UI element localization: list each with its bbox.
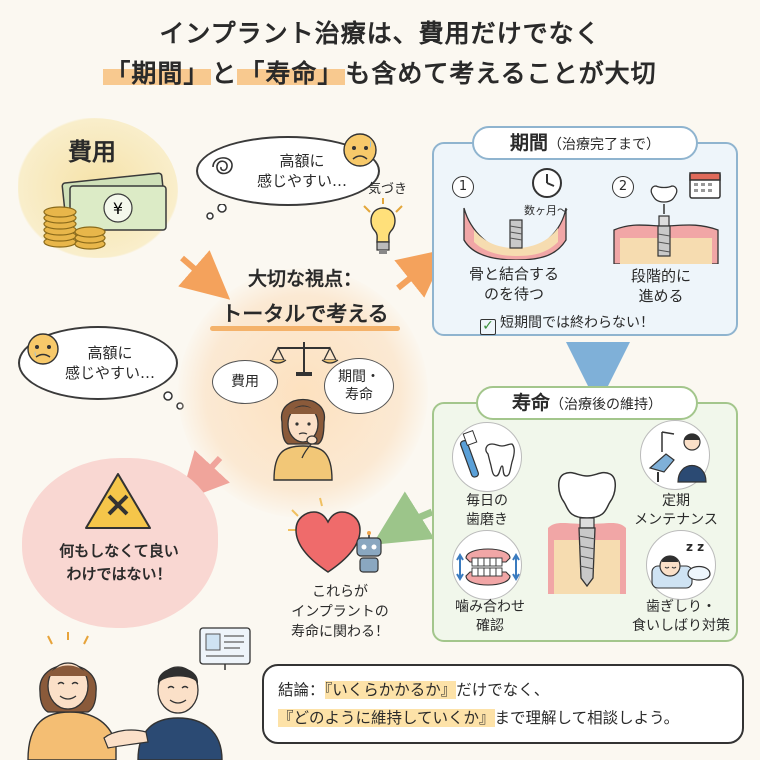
check-icon: ✓	[480, 319, 496, 335]
conclusion-quote-2: 『どのように維持していくか』	[278, 709, 495, 727]
title-rest: も含めて考えることが大切	[345, 59, 657, 88]
item1-line2: 歯磨き	[466, 512, 508, 528]
step1-line1: 骨と結合する	[468, 265, 559, 283]
sleeping-person-icon	[651, 555, 711, 589]
heart-line1: これらが	[312, 584, 368, 600]
yen-symbol: ¥	[113, 199, 123, 218]
item4-line2: 食いしばり対策	[632, 618, 730, 634]
bubble-left-line2: 感じやすい…	[64, 364, 155, 382]
item2-line2: メンテナンス	[634, 512, 718, 528]
center-period-line1: 期間・	[338, 369, 380, 385]
step1-line2: のを待つ	[483, 285, 544, 303]
bubble-top-line1: 高額に	[279, 152, 325, 170]
item3-line2: 確認	[476, 618, 504, 634]
denture-icon	[456, 548, 520, 586]
step1-note: 数ヶ月〜	[524, 204, 568, 217]
step2-number: 2	[612, 176, 634, 198]
heart-text: これらが インプラントの 寿命に関わる！	[270, 582, 410, 642]
bubble-left-line1: 高額に	[87, 344, 133, 362]
clock-icon	[532, 168, 562, 198]
arrow-center-to-period	[394, 249, 447, 298]
conclusion-mid: だけでなく、	[456, 681, 550, 699]
conclusion-prefix: 結論：	[278, 681, 325, 699]
warning-line2: わけではない！	[66, 565, 172, 583]
handshake-people-icon	[27, 627, 251, 760]
heart-line3: 寿命に関わる！	[291, 624, 389, 640]
center-heading-1: 大切な視点：	[247, 268, 362, 290]
item1-label: 毎日の 歯磨き	[448, 492, 526, 530]
bubble-top-line2: 感じやすい…	[256, 172, 347, 190]
worried-face-icon	[343, 133, 377, 167]
thinking-woman-icon	[273, 399, 333, 481]
center-period-bubble: 期間・ 寿命	[324, 358, 394, 414]
conclusion-quote-1: 『いくらかかるか』	[324, 681, 457, 699]
conclusion-end: まで理解して相談しよう。	[494, 709, 680, 727]
balance-scale-icon	[269, 342, 339, 376]
step1-label: 骨と結合する のを待つ	[454, 264, 574, 304]
center-period-line2: 寿命	[345, 387, 373, 403]
robot-icon	[356, 531, 382, 573]
lifetime-tag: 寿命（治療後の維持）	[476, 386, 698, 420]
step1-number: 1	[452, 176, 474, 198]
item4-line1: 歯ぎしり・	[646, 599, 716, 615]
period-check: ✓短期間では終わらない！	[480, 312, 654, 335]
toothbrush-icon	[459, 430, 515, 478]
period-check-text: 短期間では終わらない！	[500, 315, 654, 331]
title-highlight-lifetime: 「寿命」	[237, 59, 346, 88]
item4-label: 歯ぎしり・ 食いしばり対策	[626, 598, 736, 636]
bone-implant-icon	[463, 207, 567, 260]
heart-icon	[288, 497, 361, 573]
item1-line1: 毎日の	[466, 493, 508, 509]
title-line-2: 「期間」と「寿命」も含めて考えることが大切	[0, 54, 760, 90]
title-connector: と	[211, 59, 238, 88]
sad-face-icon	[27, 333, 59, 365]
arrow-cost-to-center	[178, 250, 231, 300]
item3-line1: 噛み合わせ	[455, 599, 525, 615]
lightbulb-icon	[363, 198, 403, 254]
stages-implant-icon	[613, 185, 719, 264]
title-line-1: インプラント治療は、費用だけでなく	[159, 19, 601, 48]
item2-label: 定期 メンテナンス	[622, 492, 730, 530]
lifetime-tag-sub: （治療後の維持）	[550, 397, 662, 413]
step2-line1: 段階的に	[630, 267, 691, 285]
scribble-icon	[212, 157, 233, 175]
heart-line2: インプラントの	[291, 604, 389, 620]
warning-icon	[85, 473, 151, 529]
item3-label: 噛み合わせ 確認	[440, 598, 540, 636]
step2-label: 段階的に 進める	[606, 266, 716, 306]
implant-tooth-icon	[548, 471, 626, 594]
cost-label: 費用	[68, 138, 116, 166]
arrow-center-to-warning	[179, 450, 230, 502]
warning-line1: 何もしなくて良い	[59, 542, 179, 560]
title-highlight-period: 「期間」	[103, 59, 212, 88]
money-icon: ¥	[43, 172, 167, 250]
center-heading-2: トータルで考える	[221, 302, 389, 326]
conclusion-box: 結論：『いくらかかるか』だけでなく、 『どのように維持していくか』まで理解して相…	[262, 664, 744, 744]
item2-line1: 定期	[662, 493, 690, 509]
calendar-icon	[689, 172, 721, 199]
bubble-tail-top	[206, 204, 227, 220]
period-tag-sub: （治療完了まで）	[548, 137, 660, 153]
period-tag-main: 期間	[509, 132, 548, 154]
warning-text: 何もしなくて良い わけではない！	[34, 540, 204, 586]
step2-line2: 進める	[638, 287, 684, 305]
center-underline	[210, 326, 400, 331]
bulb-label: 気づき	[368, 182, 408, 197]
zzz-text: z z	[686, 540, 705, 554]
period-tag: 期間（治療完了まで）	[472, 126, 698, 160]
arrow-lifetime-to-heart	[372, 491, 435, 545]
center-cost-bubble: 費用	[212, 360, 278, 404]
lifetime-tag-main: 寿命	[511, 392, 550, 414]
dental-chair-icon	[648, 431, 707, 483]
